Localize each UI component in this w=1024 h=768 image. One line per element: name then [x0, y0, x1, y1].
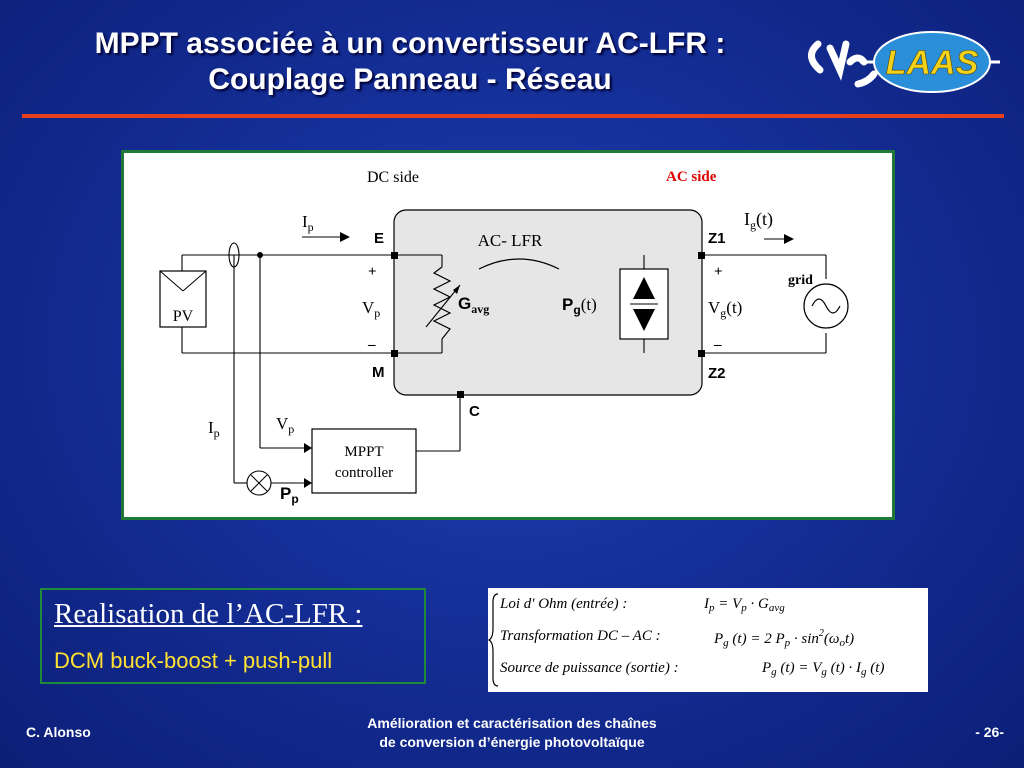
ip-side-label: Ip: [208, 418, 220, 440]
slide-title: MPPT associée à un convertisseur AC-LFR …: [0, 26, 820, 98]
footer-title: Amélioration et caractérisation des chaî…: [0, 714, 1024, 752]
realisation-subtitle: DCM buck-boost + push-pull: [54, 648, 333, 673]
node-c-label: C: [469, 403, 480, 420]
gavg-label: Gavg: [458, 294, 489, 316]
grid-label: grid: [788, 273, 813, 288]
node-m-label: M: [372, 364, 385, 381]
ac-side-label: AC side: [666, 169, 717, 185]
vp-controller-label: Vp: [276, 414, 294, 436]
realisation-box: Realisation de l’AC-LFR : DCM buck-boost…: [40, 588, 426, 684]
circuit-diagram: AC- LFR DC side AC side: [121, 150, 895, 520]
vp-label: Vp: [362, 298, 380, 320]
dc-side-label: DC side: [367, 169, 419, 186]
dc-minus-label: –: [367, 337, 376, 353]
equation-source: Source de puissance (sortie) : Pg (t) = …: [500, 660, 884, 678]
slide-title-line2: Couplage Panneau - Réseau: [208, 63, 612, 96]
cnrs-logo-icon: [808, 40, 878, 88]
dc-plus-label: +: [368, 264, 377, 280]
realisation-title: Realisation de l’AC-LFR :: [54, 598, 363, 630]
node-e-label: E: [374, 230, 384, 247]
ac-plus-label: +: [714, 264, 723, 280]
equation-transformation: Transformation DC – AC : Pg (t) = 2 Pp ·…: [500, 628, 854, 649]
equation-source-formula: Pg (t) = Vg (t) · Ig (t): [762, 660, 885, 678]
equation-transformation-formula: Pg (t) = 2 Pp · sin2(ωot): [714, 628, 855, 649]
pg-label: Pg(t): [562, 295, 597, 317]
pv-label: PV: [173, 308, 194, 325]
footer-author: C. Alonso: [26, 724, 91, 740]
pp-label: Pp: [280, 484, 299, 506]
equation-ohm: Loi d' Ohm (entrée) : Ip = Vp · Gavg: [500, 596, 785, 614]
cnrs-laas-logo: LAAS: [808, 31, 1000, 93]
title-divider: [22, 114, 1004, 118]
ip-top-label: Ip: [302, 212, 314, 234]
footer-title-line2: de conversion d’énergie photovoltaïque: [379, 734, 645, 750]
coupling-arc: [478, 258, 560, 270]
current-sensor: [228, 242, 240, 268]
equation-transformation-label: Transformation DC – AC :: [500, 628, 661, 644]
ac-lfr-label: AC- LFR: [478, 231, 543, 250]
footer-title-line1: Amélioration et caractérisation des chaî…: [367, 715, 657, 731]
equations-box: Loi d' Ohm (entrée) : Ip = Vp · Gavg Tra…: [488, 588, 928, 692]
footer-page-number: - 26-: [975, 724, 1004, 740]
equation-source-label: Source de puissance (sortie) :: [500, 660, 679, 676]
mppt-label: MPPT: [344, 444, 383, 460]
laas-logo-oval: [873, 31, 991, 93]
mppt-controller-label: controller: [335, 465, 393, 481]
ac-lfr-block: [393, 209, 703, 396]
vg-label: Vg(t): [708, 298, 742, 320]
variable-conductance-symbol: [432, 266, 452, 340]
equation-ohm-label: Loi d' Ohm (entrée) :: [500, 596, 628, 612]
node-z2-label: Z2: [708, 365, 726, 382]
ig-label: Ig(t): [744, 209, 773, 232]
pv-panel: [159, 270, 207, 328]
slide-title-line1: MPPT associée à un convertisseur AC-LFR …: [94, 27, 726, 60]
equation-brace: [488, 593, 499, 687]
laas-logo-text: LAAS: [886, 44, 979, 82]
ac-minus-label: –: [713, 337, 722, 353]
mppt-controller-block: [311, 428, 417, 494]
node-z1-label: Z1: [708, 230, 726, 247]
equation-ohm-formula: Ip = Vp · Gavg: [704, 596, 785, 614]
